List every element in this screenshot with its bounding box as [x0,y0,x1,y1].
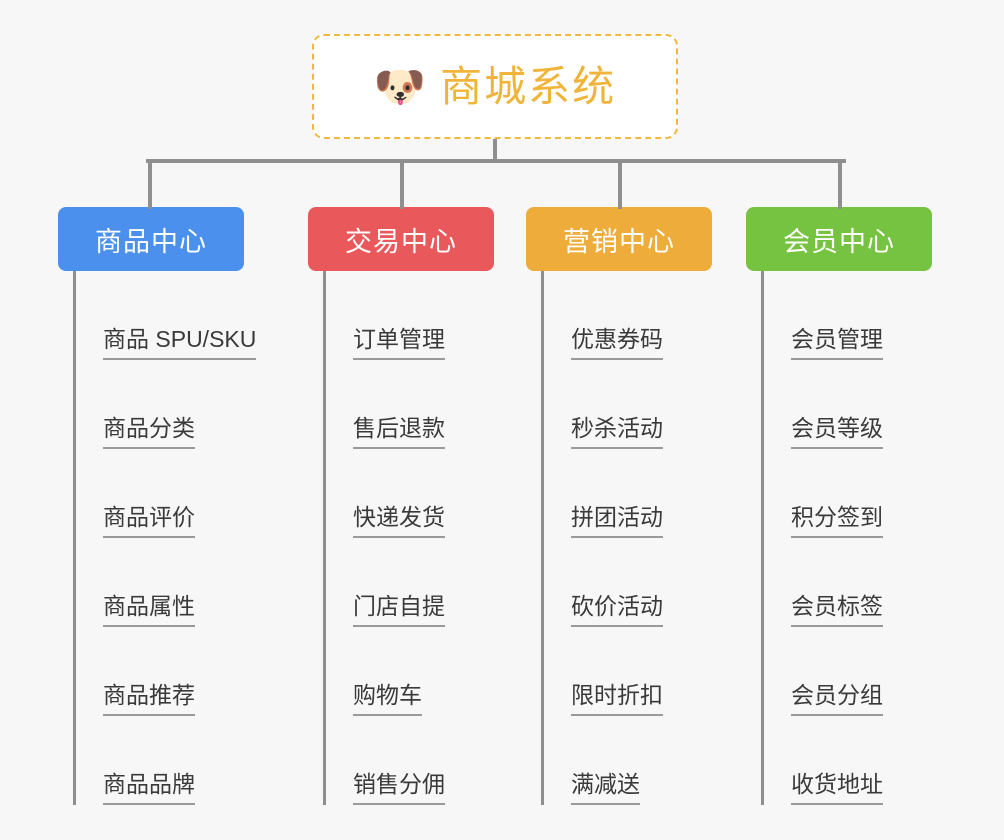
branch-drop-connector-product-center [148,159,152,209]
trunk-horizontal-connector [146,159,846,163]
leaf-item[interactable]: 商品品牌 [73,716,244,805]
leaf-item[interactable]: 会员标签 [761,538,932,627]
branch-drop-connector-marketing-center [618,159,622,209]
leaf-item[interactable]: 门店自提 [323,538,494,627]
leaf-item[interactable]: 积分签到 [761,449,932,538]
leaf-item-label: 收货地址 [791,771,883,805]
leaf-item-label: 商品品牌 [103,771,195,805]
leaf-item[interactable]: 砍价活动 [541,538,712,627]
leaf-item[interactable]: 满减送 [541,716,712,805]
category-header-product-center[interactable]: 商品中心 [58,207,244,271]
category-header-trade-center[interactable]: 交易中心 [308,207,494,271]
leaf-item[interactable]: 会员管理 [761,271,932,360]
leaf-item[interactable]: 秒杀活动 [541,360,712,449]
leaf-item[interactable]: 限时折扣 [541,627,712,716]
leaf-spine-product-center [73,271,76,805]
leaf-item-label: 销售分佣 [353,771,445,805]
leaf-item[interactable]: 购物车 [323,627,494,716]
leaf-item[interactable]: 会员分组 [761,627,932,716]
leaf-item[interactable]: 售后退款 [323,360,494,449]
leaf-item-label: 门店自提 [353,593,445,627]
leaf-item-label: 售后退款 [353,415,445,449]
leaf-item-label: 商品推荐 [103,682,195,716]
leaf-list-marketing-center: 优惠券码秒杀活动拼团活动砍价活动限时折扣满减送 [526,271,712,805]
leaf-item-label: 商品属性 [103,593,195,627]
leaf-item[interactable]: 商品 SPU/SKU [73,271,257,360]
leaf-item[interactable]: 商品分类 [73,360,244,449]
leaf-list-member-center: 会员管理会员等级积分签到会员标签会员分组收货地址 [746,271,932,805]
leaf-list-product-center: 商品 SPU/SKU 商品分类商品评价商品属性商品推荐商品品牌 [58,271,257,805]
leaf-item-label: 优惠券码 [571,326,663,360]
leaf-item-label: 砍价活动 [571,593,663,627]
branch-column-trade-center: 交易中心订单管理售后退款快递发货门店自提购物车销售分佣 [308,207,494,805]
leaf-item-label: 商品 SPU/SKU [103,326,257,360]
branch-column-member-center: 会员中心会员管理会员等级积分签到会员标签会员分组收货地址 [746,207,932,805]
branch-drop-connector-member-center [838,159,842,209]
leaf-item-label: 购物车 [353,682,422,716]
leaf-item[interactable]: 商品属性 [73,538,244,627]
branch-column-product-center: 商品中心商品 SPU/SKU 商品分类商品评价商品属性商品推荐商品品牌 [58,207,257,805]
leaf-item-label: 快递发货 [353,504,445,538]
leaf-item[interactable]: 快递发货 [323,449,494,538]
leaf-item-label: 会员管理 [791,326,883,360]
leaf-item-label: 积分签到 [791,504,883,538]
trunk-vertical-connector [493,139,497,161]
leaf-item-label: 拼团活动 [571,504,663,538]
leaf-list-trade-center: 订单管理售后退款快递发货门店自提购物车销售分佣 [308,271,494,805]
leaf-spine-member-center [761,271,764,805]
leaf-item-label: 商品分类 [103,415,195,449]
leaf-item[interactable]: 收货地址 [761,716,932,805]
leaf-item[interactable]: 订单管理 [323,271,494,360]
branch-column-marketing-center: 营销中心优惠券码秒杀活动拼团活动砍价活动限时折扣满减送 [526,207,712,805]
leaf-item-label: 限时折扣 [571,682,663,716]
leaf-spine-marketing-center [541,271,544,805]
category-header-marketing-center[interactable]: 营销中心 [526,207,712,271]
leaf-item-label: 订单管理 [353,326,445,360]
leaf-item[interactable]: 销售分佣 [323,716,494,805]
leaf-item-label: 商品评价 [103,504,195,538]
shiba-dog-face-icon: 🐶 [373,62,427,110]
branch-drop-connector-trade-center [400,159,404,209]
leaf-item-label: 会员分组 [791,682,883,716]
leaf-item[interactable]: 商品评价 [73,449,244,538]
leaf-item[interactable]: 拼团活动 [541,449,712,538]
leaf-item[interactable]: 优惠券码 [541,271,712,360]
leaf-item[interactable]: 商品推荐 [73,627,244,716]
leaf-item-label: 会员等级 [791,415,883,449]
root-node[interactable]: 🐶 商城系统 [312,34,678,139]
leaf-item-label: 满减送 [571,771,640,805]
leaf-spine-trade-center [323,271,326,805]
leaf-item-label: 会员标签 [791,593,883,627]
leaf-item[interactable]: 会员等级 [761,360,932,449]
root-title: 商城系统 [440,62,617,110]
leaf-item-label: 秒杀活动 [571,415,663,449]
category-header-member-center[interactable]: 会员中心 [746,207,932,271]
